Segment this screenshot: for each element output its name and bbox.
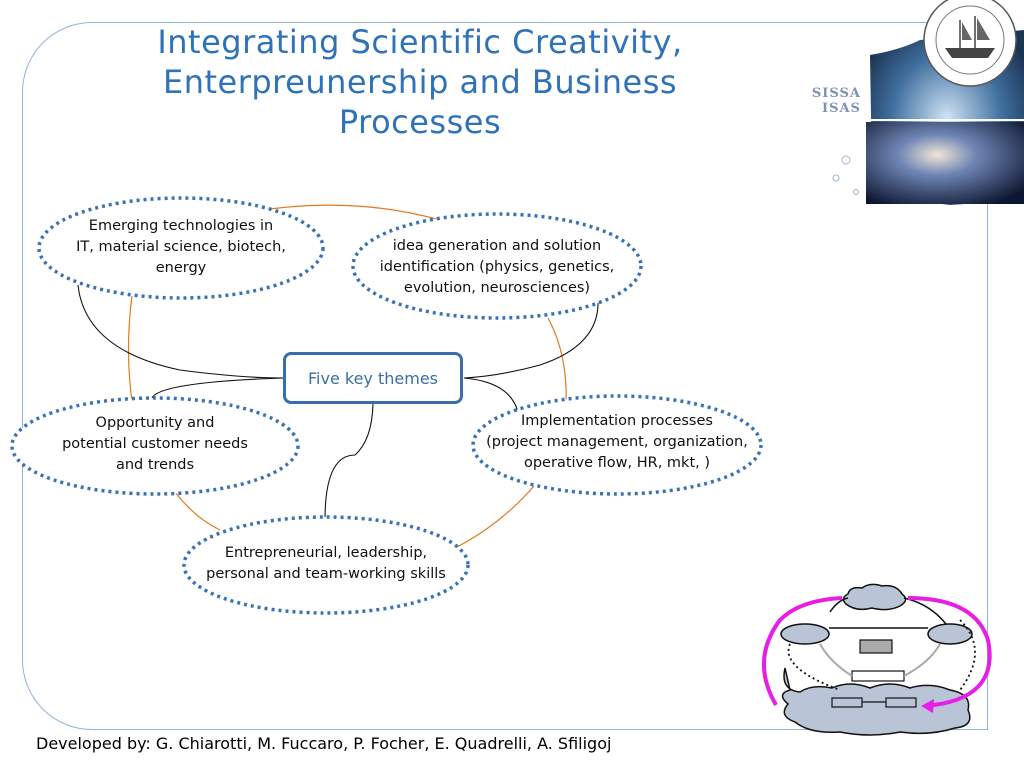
theme-entrepreneurial: Entrepreneurial, leadership, personal an… (206, 545, 446, 582)
orange-links (127, 204, 567, 549)
title-line: Enterpreunership and Business (162, 63, 678, 101)
slide-title: Integrating Scientific Creativity, Enter… (70, 22, 770, 142)
top-cloud-icon (842, 583, 907, 611)
ellipse-emerging-tech (37, 196, 325, 300)
magenta-arrow-right (907, 596, 992, 708)
theme-emerging-tech: Emerging technologies in IT, material sc… (76, 218, 286, 276)
ellipse-entrepreneurial (182, 515, 470, 615)
theme-idea-generation: idea generation and solution identificat… (379, 238, 615, 296)
theme-implementation: Implementation processes (project manage… (486, 413, 748, 471)
center-themes-box: Five key themes (283, 352, 463, 404)
center-links (77, 284, 599, 521)
logo-text: SISSA ISAS (811, 86, 861, 116)
magenta-arrow-left (762, 596, 843, 706)
footer-credits: Developed by: G. Chiarotti, M. Fuccaro, … (36, 734, 612, 753)
ellipse-idea-generation (351, 212, 643, 320)
ellipse-implementation (471, 394, 763, 496)
title-line: Integrating Scientific Creativity, (157, 23, 683, 61)
process-diagram-icon (762, 583, 992, 736)
title-line: Processes (338, 103, 502, 141)
theme-opportunity: Opportunity and potential customer needs… (62, 415, 248, 473)
slide-frame (22, 22, 988, 730)
ellipse-opportunity (10, 396, 300, 496)
theme-ellipses (10, 196, 763, 615)
